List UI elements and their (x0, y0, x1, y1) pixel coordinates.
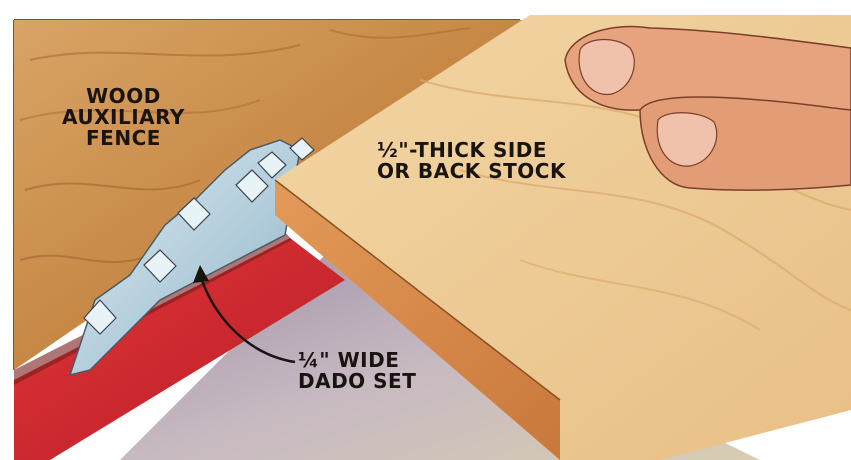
stock-label: ½"-THICK SIDE OR BACK STOCK (377, 140, 566, 182)
fence-label: WOOD AUXILIARY FENCE (62, 86, 185, 149)
dado-label: ¼" WIDE DADO SET (298, 350, 416, 392)
